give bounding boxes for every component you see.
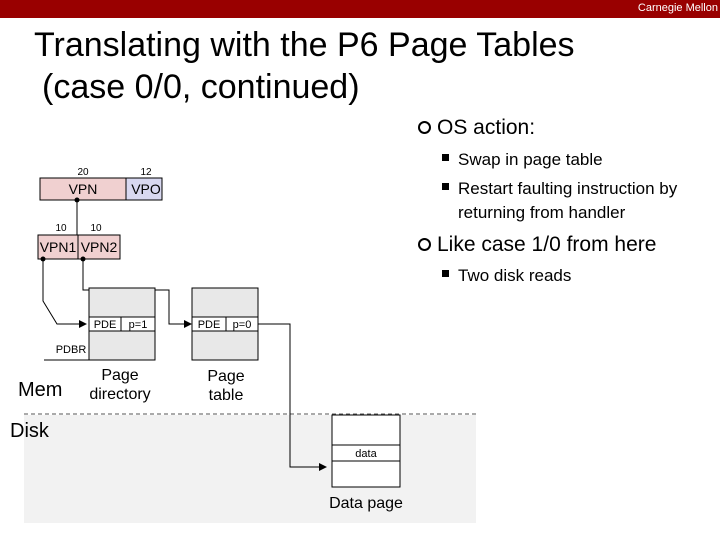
mem-label: Mem [18, 379, 62, 401]
pdbr-label: PDBR [56, 344, 87, 356]
pte-label: PDE [198, 319, 221, 331]
square-bullet-icon [442, 270, 449, 277]
square-bullet-icon [442, 154, 449, 161]
bit-width-10-b: 10 [90, 223, 102, 234]
hollow-bullet-icon [418, 238, 431, 251]
brand-label: Carnegie Mellon [637, 2, 718, 14]
sub-bullet-swap: Swap in page table [442, 148, 718, 172]
present-bit-0: p=0 [233, 319, 252, 331]
disk-label: Disk [10, 420, 50, 442]
vpn2-label: VPN2 [81, 239, 118, 255]
bit-width-20: 20 [77, 167, 89, 178]
bullet-os-action: OS action: [418, 116, 720, 140]
bullet-text: Like case 1/0 from here [437, 233, 657, 256]
vpo-label: VPO [131, 181, 161, 197]
vpn2-field [77, 234, 121, 260]
page-table-label-1: Page [207, 368, 244, 385]
square-bullet-icon [442, 183, 449, 190]
sub-bullet-restart: Restart faulting instruction by returnin… [442, 177, 694, 225]
data-label: data [355, 448, 377, 460]
vpn1-arrow [42, 259, 87, 328]
bullet-like-case: Like case 1/0 from here [418, 233, 720, 257]
vpn2-arrow [82, 259, 192, 328]
slide-title: Translating with the P6 Page Tables (cas… [34, 24, 654, 108]
data-entry [331, 444, 401, 462]
vpo-field [125, 177, 163, 201]
page-directory-entry [88, 316, 156, 332]
title-line-2: (case 0/0, continued) [42, 68, 360, 106]
sub-bullet-disk-reads: Two disk reads [442, 264, 718, 288]
page-directory-label-2: directory [89, 386, 150, 403]
vpn1-field [37, 234, 79, 260]
sub-bullet-text: Swap in page table [458, 150, 603, 169]
data-page-label: Data page [329, 495, 403, 512]
page-table-label-2: table [209, 387, 244, 404]
bit-width-12: 12 [140, 167, 152, 178]
vpn1-label: VPN1 [40, 239, 77, 255]
bullet-text: OS action: [437, 116, 536, 139]
title-line-1: Translating with the P6 Page Tables [34, 26, 575, 64]
sub-bullet-text: Restart faulting instruction by returnin… [458, 179, 678, 222]
pte-arrow [258, 323, 327, 471]
sub-bullet-text: Two disk reads [458, 266, 572, 285]
hollow-bullet-icon [418, 121, 431, 134]
bit-width-10-a: 10 [55, 223, 67, 234]
header-bar: Carnegie Mellon [0, 0, 720, 18]
vpn-label: VPN [69, 181, 98, 197]
disk-region [24, 415, 476, 523]
page-directory-label-1: Page [101, 367, 138, 384]
present-bit-1: p=1 [129, 319, 148, 331]
pde-label: PDE [94, 319, 117, 331]
